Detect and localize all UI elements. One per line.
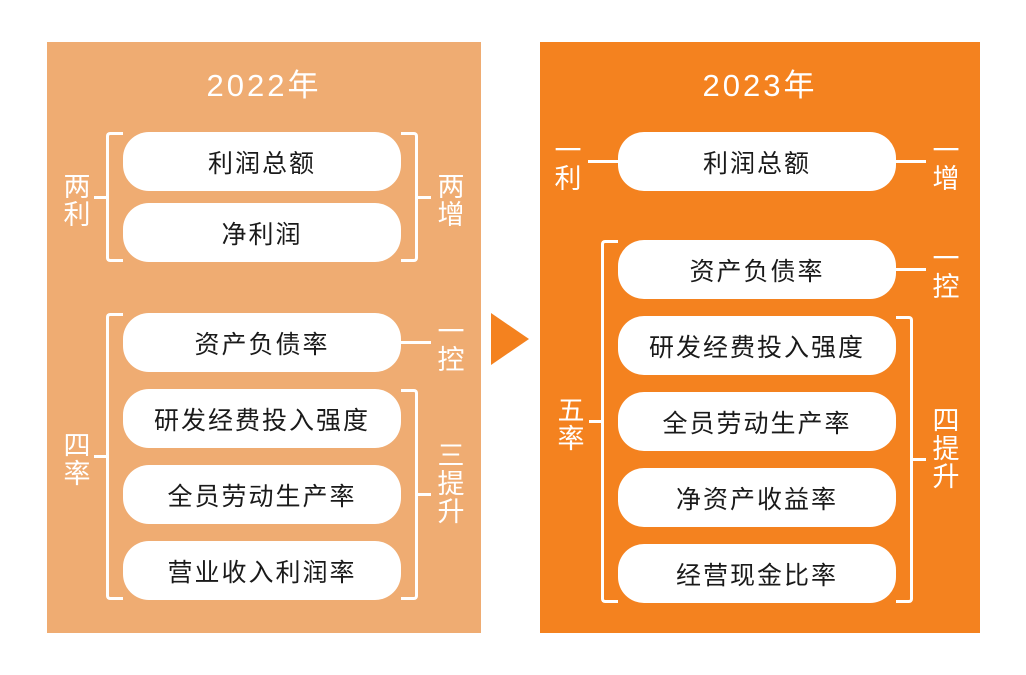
item-2023-rd-intensity: 研发经费投入强度 <box>618 316 896 375</box>
item-2023-profit-total: 利润总额 <box>618 132 896 191</box>
stub-2022-right-liangzeng <box>418 196 431 199</box>
stub-2023-left-wulv <box>589 420 602 423</box>
item-2023-labor-productivity: 全员劳动生产率 <box>618 392 896 451</box>
bracket-2022-right-santisheng <box>401 389 418 600</box>
item-2023-cash-ratio: 经营现金比率 <box>618 544 896 603</box>
connector-2023-right-yizeng <box>896 160 926 163</box>
item-2022-rd-intensity: 研发经费投入强度 <box>123 389 401 448</box>
label-2022-liangli: 两利 <box>63 172 91 231</box>
panel-2022-title: 2022年 <box>206 68 322 103</box>
connector-2022-right-yikong <box>401 341 431 344</box>
panel-2022: 2022年 利润总额 净利润 资产负债率 研发经费投入强度 全员劳动生产率 营业… <box>47 42 481 633</box>
label-2023-yikong: 一控 <box>932 244 960 303</box>
right-triangle-arrow-icon <box>491 313 529 365</box>
item-2022-net-profit: 净利润 <box>123 203 401 262</box>
label-2023-sitisheng: 四提升 <box>932 406 960 493</box>
panel-2023-title: 2023年 <box>702 68 818 103</box>
label-2022-silv: 四率 <box>63 431 91 490</box>
stub-2023-right-sitisheng <box>913 458 926 461</box>
bracket-2022-left-silv <box>106 313 123 600</box>
label-2023-wulv: 五率 <box>557 396 585 455</box>
stub-2022-left-silv <box>94 455 107 458</box>
label-2022-liangzeng: 两增 <box>437 172 465 231</box>
item-2022-debt-ratio: 资产负债率 <box>123 313 401 372</box>
connector-2023-right-yikong <box>896 268 926 271</box>
item-2022-revenue-margin: 营业收入利润率 <box>123 541 401 600</box>
stub-2022-right-santisheng <box>418 493 431 496</box>
item-2022-labor-productivity: 全员劳动生产率 <box>123 465 401 524</box>
stub-2022-left-liangli <box>94 196 107 199</box>
bracket-2023-right-sitisheng <box>896 316 913 603</box>
label-2023-yili: 一利 <box>554 136 582 195</box>
label-2022-yikong: 一控 <box>437 317 465 376</box>
item-2022-profit-total: 利润总额 <box>123 132 401 191</box>
bracket-2023-left-wulv <box>601 240 618 603</box>
item-2023-roe: 净资产收益率 <box>618 468 896 527</box>
label-2023-yizeng: 一增 <box>932 136 960 195</box>
bracket-2022-left-liangli <box>106 132 123 262</box>
panel-2023: 2023年 利润总额 资产负债率 研发经费投入强度 全员劳动生产率 净资产收益率… <box>540 42 980 633</box>
bracket-2022-right-liangzeng <box>401 132 418 262</box>
label-2022-santisheng: 三提升 <box>437 441 465 528</box>
item-2023-debt-ratio: 资产负债率 <box>618 240 896 299</box>
connector-2023-left-yili <box>588 160 618 163</box>
